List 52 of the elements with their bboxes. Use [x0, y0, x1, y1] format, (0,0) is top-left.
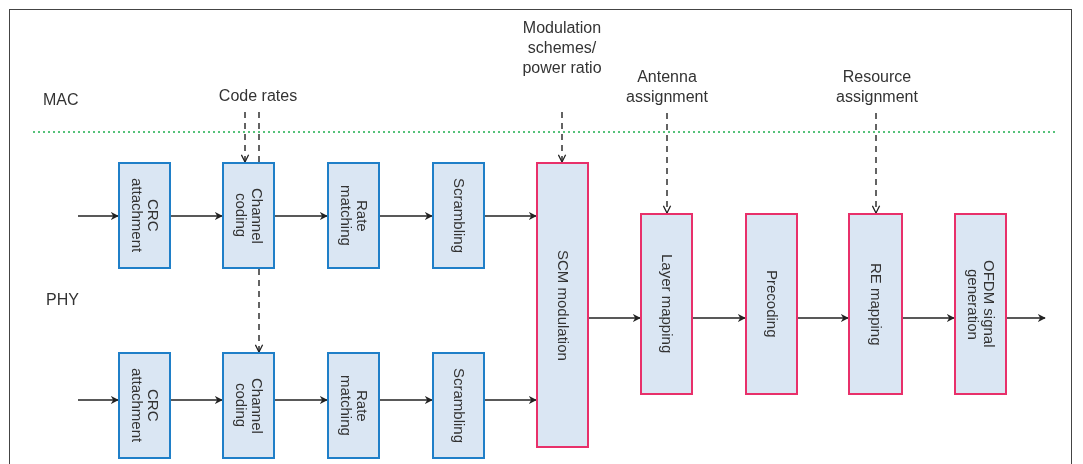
dashed-arrow: [662, 112, 672, 214]
process-box: [536, 162, 589, 448]
process-box: [432, 162, 485, 269]
arrow: [379, 212, 433, 220]
process-label: CRC attachment: [128, 367, 161, 445]
arrow: [484, 212, 537, 220]
process-box: [222, 162, 275, 269]
process-box: [327, 162, 380, 269]
process-box: [640, 213, 693, 395]
dashed-arrow: [240, 111, 250, 163]
process-label: SCM modulation: [554, 249, 571, 361]
process-box: [745, 213, 798, 395]
process-label: Channel coding: [232, 186, 265, 246]
process-label: Rate matching: [337, 184, 370, 248]
arrow: [77, 396, 119, 404]
process-box: [118, 162, 171, 269]
dashed-arrow: [871, 112, 881, 214]
process-label: Scrambling: [450, 368, 467, 443]
process-label: Precoding: [763, 270, 780, 338]
arrow: [902, 314, 955, 322]
arrow: [77, 212, 119, 220]
process-box: [954, 213, 1007, 395]
arrow: [379, 396, 433, 404]
arrow: [274, 212, 328, 220]
arrow: [797, 314, 849, 322]
annotation-label: Code rates: [210, 86, 306, 106]
process-box: [118, 352, 171, 459]
arrow: [274, 396, 328, 404]
arrow: [170, 212, 223, 220]
process-label: Layer mapping: [658, 254, 675, 354]
arrow: [484, 396, 537, 404]
dashed-arrow: [254, 268, 264, 353]
layer-label: PHY: [46, 291, 79, 309]
process-box: [848, 213, 903, 395]
process-label: Scrambling: [450, 178, 467, 253]
arrow: [1006, 314, 1046, 322]
annotation-label: Resource assignment: [824, 67, 930, 107]
annotation-label: Modulation schemes/ power ratio: [520, 18, 604, 78]
process-label: Channel coding: [232, 376, 265, 436]
process-box: [327, 352, 380, 459]
arrow: [692, 314, 746, 322]
dashed-arrow: [557, 111, 567, 163]
process-label: Rate matching: [337, 374, 370, 438]
arrow: [170, 396, 223, 404]
process-label: OFDM signal generation: [964, 259, 997, 350]
annotation-label: Antenna assignment: [614, 67, 720, 107]
process-label: CRC attachment: [128, 177, 161, 255]
process-box: [222, 352, 275, 459]
arrow: [588, 314, 641, 322]
layer-label: MAC: [43, 91, 79, 109]
process-label: RE mapping: [867, 262, 884, 346]
process-box: [432, 352, 485, 459]
